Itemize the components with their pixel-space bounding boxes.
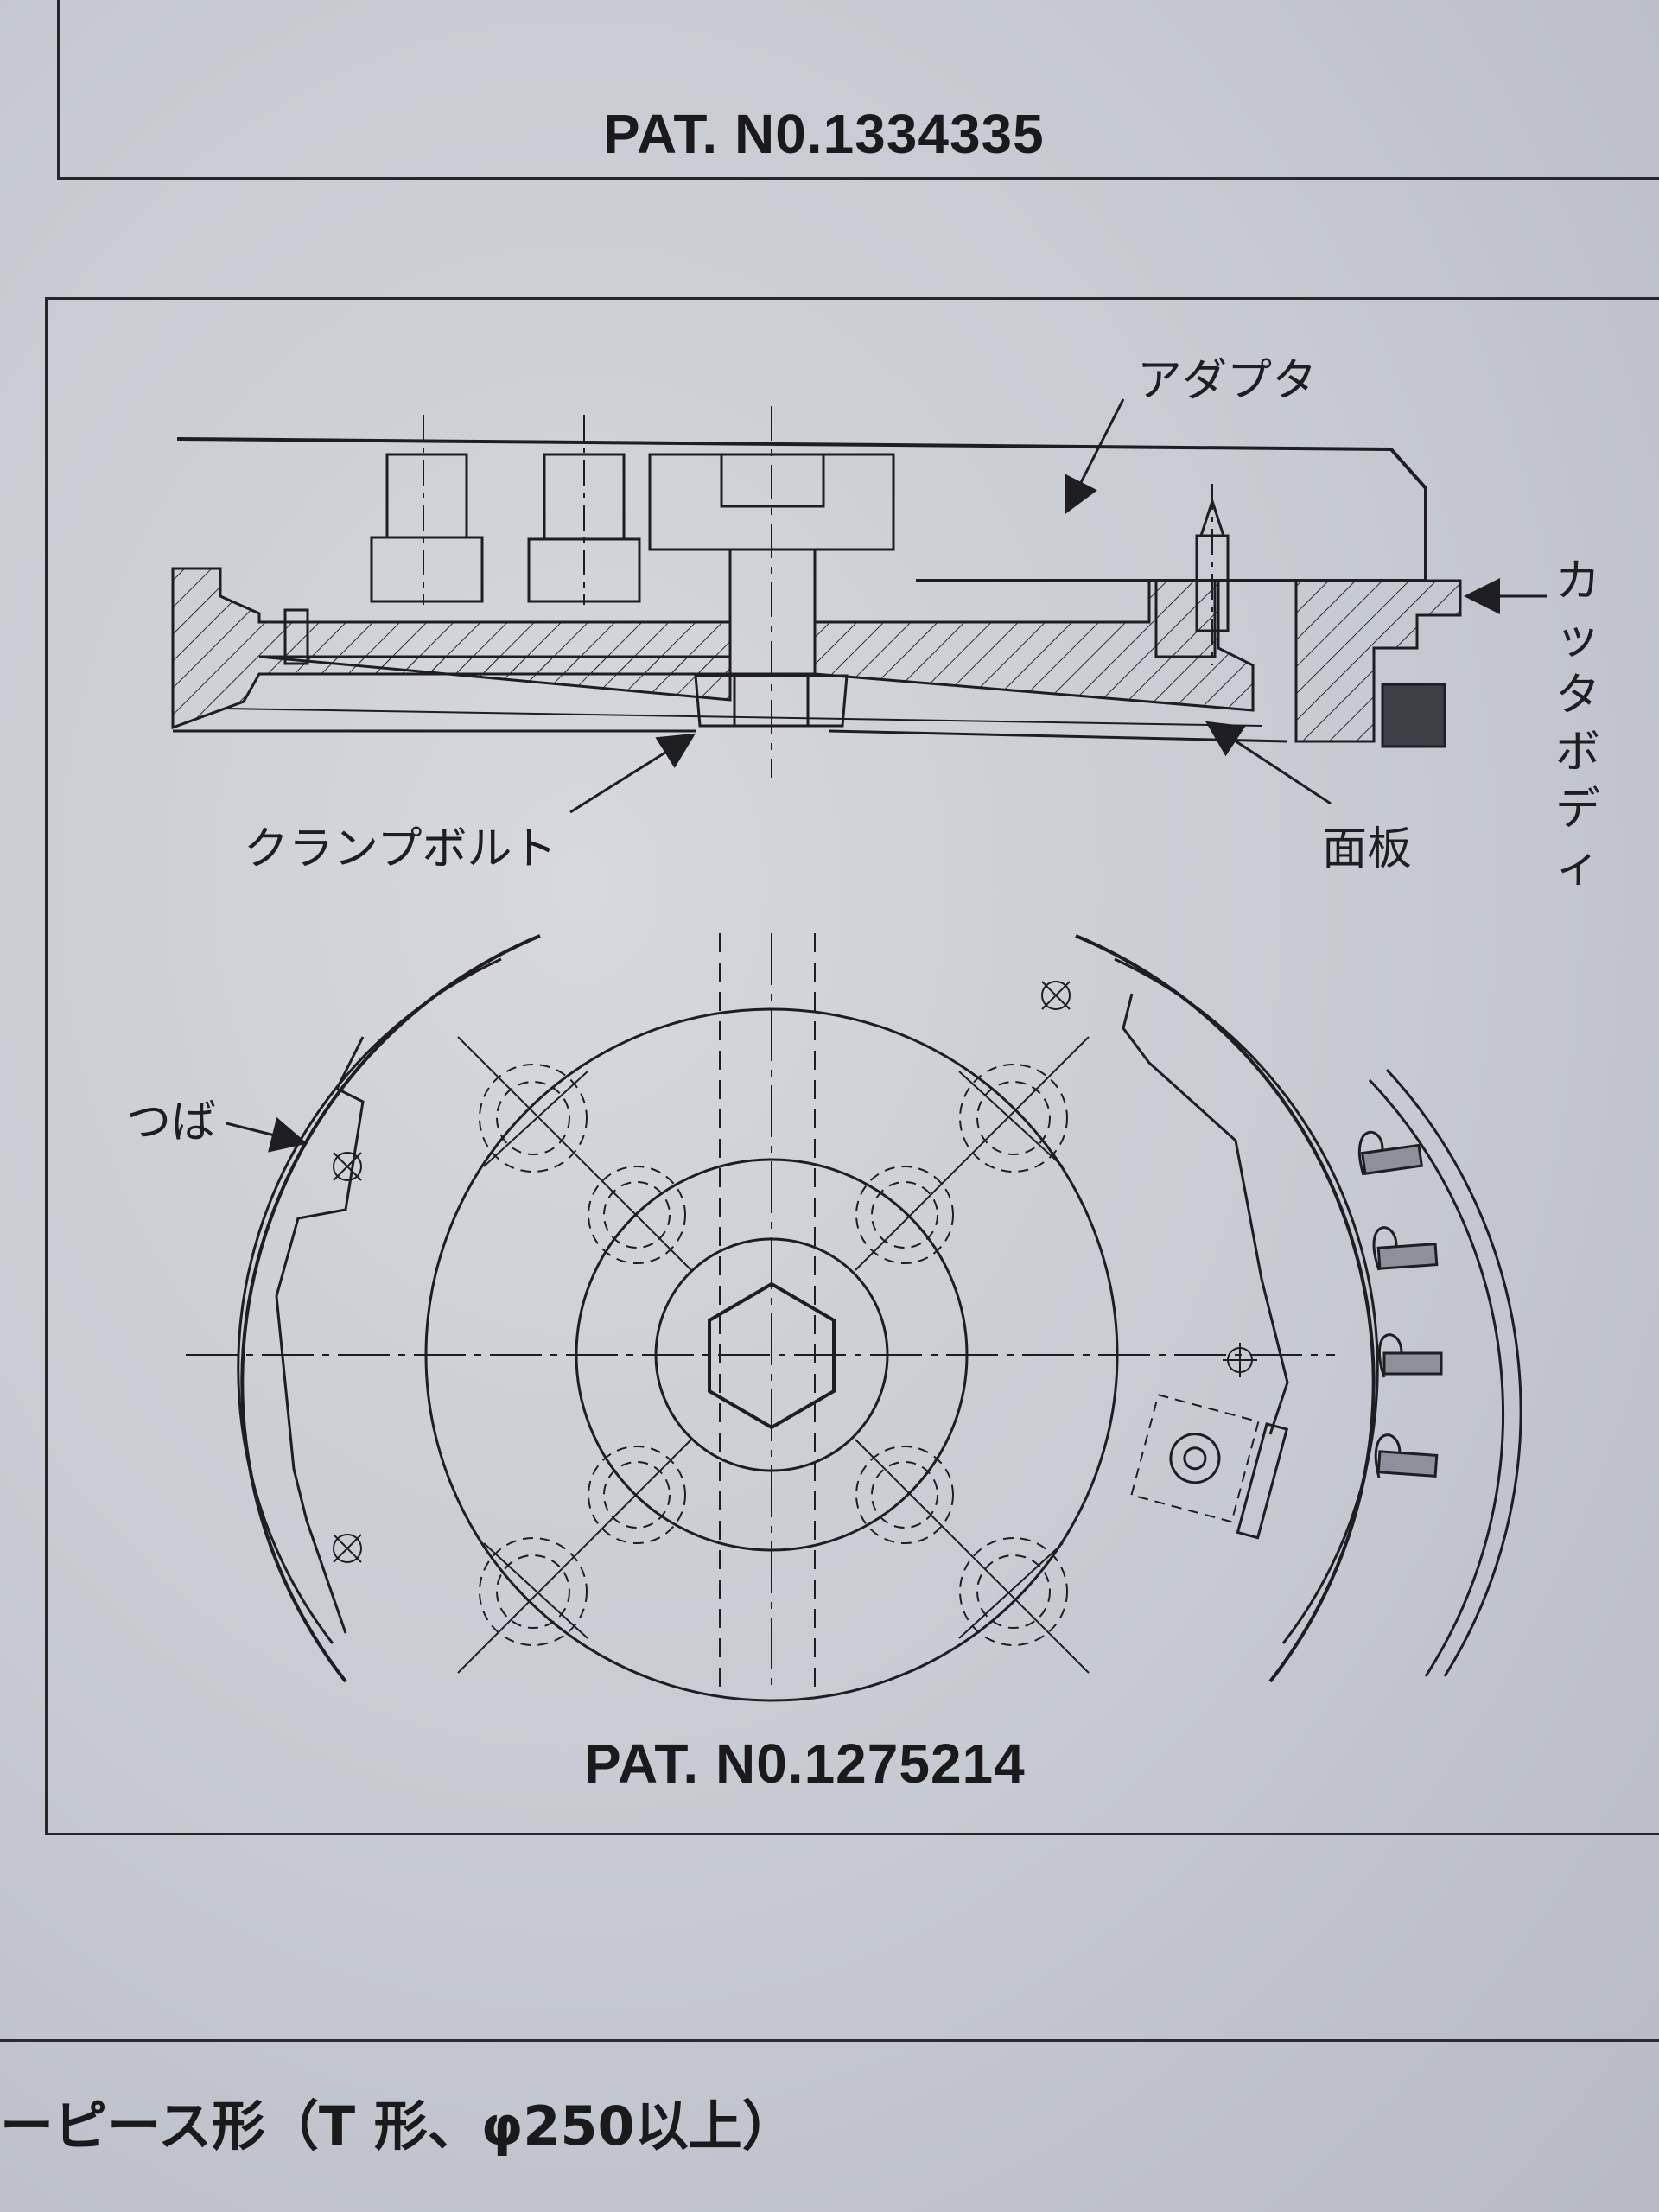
section-leaders — [569, 398, 1547, 814]
adapter-label: アダプタ — [1137, 355, 1318, 407]
flange-leader — [226, 1116, 308, 1153]
top-patent-number: PAT. N0.1334335 — [603, 103, 1045, 165]
section-view — [171, 406, 1462, 778]
clamp-bolt-label: クランプボルト — [244, 823, 557, 875]
section-divider — [0, 2039, 1659, 2042]
plan-view — [186, 933, 1379, 1702]
section-heading: ーピース形（T 形、φ250以上） — [0, 2094, 796, 2158]
face-plate-label: 面板 — [1322, 823, 1413, 875]
flange-label: つば — [126, 1096, 217, 1148]
bottom-patent-number: PAT. N0.1275214 — [584, 1732, 1026, 1795]
insert-detail — [1357, 1068, 1522, 1677]
cutter-body-label: カッタボディ — [1555, 556, 1601, 893]
figure-frame — [45, 297, 1659, 1835]
previous-figure-frame — [57, 0, 1659, 180]
